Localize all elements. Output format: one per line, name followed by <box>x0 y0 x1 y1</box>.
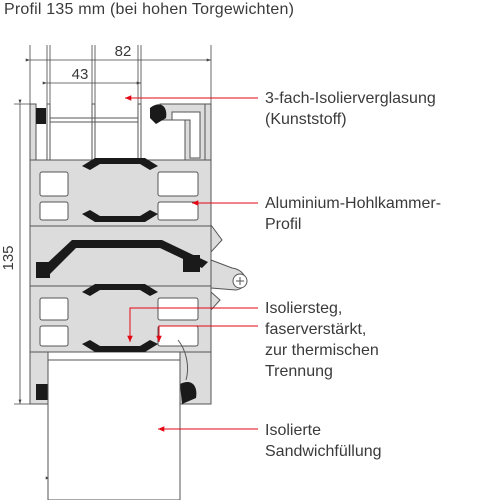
label-sandwich-line2: Sandwichfüllung <box>265 443 382 460</box>
arrow-isoliersteg-2 <box>156 325 258 342</box>
label-isoliersteg-line3: zur thermischen <box>265 342 379 359</box>
hinge <box>177 223 248 381</box>
label-sandwich-line1: Isolierte <box>265 422 322 439</box>
dim-82-label: 82 <box>115 43 132 60</box>
label-glazing: 3-fach-Isolierverglasung (Kunststoff) <box>265 88 436 130</box>
diagram-title: Profil 135 mm (bei hohen Torgewichten) <box>4 1 295 18</box>
label-aluminium: Aluminium-Hohlkammer- Profil <box>265 193 441 235</box>
callout-arrows <box>125 95 258 432</box>
label-isoliersteg: Isoliersteg, faserverstärkt, zur thermis… <box>265 298 379 382</box>
glazing-panes <box>46 103 142 161</box>
label-glazing-line1: 3-fach-Isolierverglasung <box>265 90 436 107</box>
dim-135-label: 135 <box>0 245 17 270</box>
label-sandwich: Isolierte Sandwichfüllung <box>265 420 382 462</box>
label-isoliersteg-line4: Trennung <box>265 363 333 380</box>
sandwich-panel <box>47 359 181 500</box>
label-isoliersteg-line1: Isoliersteg, <box>265 300 343 317</box>
dim-43-label: 43 <box>72 66 89 83</box>
label-aluminium-line2: Profil <box>265 216 302 233</box>
arrow-isoliersteg-1 <box>127 307 258 342</box>
label-glazing-line2: (Kunststoff) <box>265 111 347 128</box>
label-isoliersteg-line2: faserverstärkt, <box>265 321 367 338</box>
label-aluminium-line1: Aluminium-Hohlkammer- <box>265 195 442 212</box>
insulating-bars <box>36 104 208 404</box>
